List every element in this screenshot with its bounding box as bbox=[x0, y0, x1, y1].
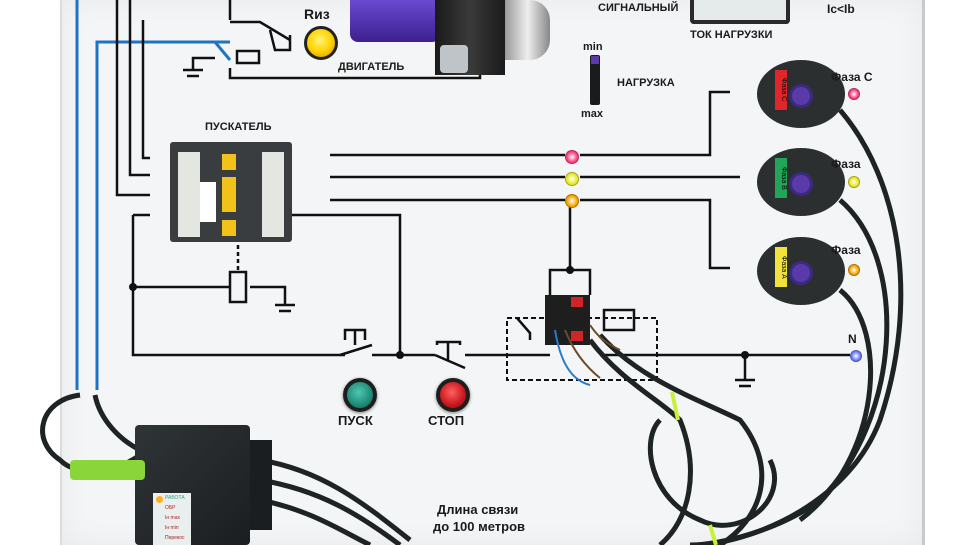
device-work-led bbox=[156, 496, 163, 503]
blue-wire-lines bbox=[75, 0, 232, 390]
current-sensor-phase-c: Фаза С bbox=[757, 60, 845, 128]
stop-button[interactable] bbox=[436, 378, 470, 412]
sensor-c-hole bbox=[789, 84, 813, 108]
phase-a-line-led bbox=[565, 194, 579, 208]
load-current-label: ТОК НАГРУЗКИ bbox=[690, 29, 773, 41]
motor-label: ДВИГАТЕЛЬ bbox=[338, 61, 405, 73]
contactor-label-plate bbox=[200, 182, 216, 222]
contactor-device bbox=[170, 142, 292, 242]
remote-monitoring-device: РАБОТА ОБР Iн max Iн min Перекос bbox=[135, 425, 250, 545]
phase-c-label: Фаза С bbox=[831, 70, 873, 84]
ic-ib-label: Ic<Ib bbox=[827, 2, 855, 16]
current-sensor-phase-b: Фаза В bbox=[757, 148, 845, 216]
contactor-yellow-block-bottom bbox=[222, 220, 236, 236]
device-row-3: Iн min bbox=[165, 525, 179, 531]
device-cable-ports bbox=[250, 440, 272, 530]
start-switch-symbol bbox=[339, 328, 373, 357]
signal-indicator-label: СИГНАЛЬНЫЙ bbox=[598, 2, 679, 14]
junction-dots bbox=[129, 266, 749, 359]
phase-a-label: Фаза bbox=[831, 243, 861, 257]
current-sensor-phase-a: Фаза А bbox=[757, 237, 845, 305]
device-row-1: ОБР bbox=[165, 505, 176, 511]
phase-c-led bbox=[848, 88, 860, 100]
neutral-label: N bbox=[848, 332, 857, 346]
link-length-line2: до 100 метров bbox=[433, 519, 526, 534]
motor-metal-cap bbox=[505, 0, 550, 60]
stop-switch-symbol bbox=[434, 340, 466, 370]
link-length-line1: Длина связи bbox=[437, 502, 519, 517]
contactor-yellow-block bbox=[222, 154, 236, 170]
relay-coil-symbol bbox=[602, 308, 636, 332]
phase-b-led bbox=[848, 176, 860, 188]
phase-b-line-led bbox=[565, 172, 579, 186]
phase-c-line-led bbox=[565, 150, 579, 164]
riz-switch-symbol bbox=[235, 29, 292, 65]
device-status-panel: РАБОТА ОБР Iн max Iн min Перекос bbox=[153, 493, 191, 545]
motor-purple-body bbox=[350, 0, 440, 42]
contactor-right-terminals bbox=[262, 152, 284, 237]
sensor-b-hole bbox=[789, 172, 813, 196]
starter-coil-symbol bbox=[228, 270, 248, 304]
device-row-2: Iн max bbox=[165, 515, 180, 521]
device-row-0: РАБОТА bbox=[165, 495, 185, 501]
contactor-left-terminals bbox=[178, 152, 200, 237]
stop-label: СТОП bbox=[428, 413, 465, 428]
riz-indicator-lamp bbox=[304, 26, 338, 60]
phase-a-led bbox=[848, 264, 860, 276]
load-min-label: min bbox=[583, 41, 603, 53]
load-label: НАГРУЗКА bbox=[617, 77, 675, 89]
load-current-meter bbox=[690, 0, 790, 24]
green-connector bbox=[70, 460, 145, 480]
cable-ties bbox=[670, 391, 718, 545]
load-slider[interactable] bbox=[590, 55, 600, 105]
neutral-led bbox=[850, 350, 862, 362]
load-max-label: max bbox=[581, 108, 604, 120]
contactor-yellow-actuator bbox=[222, 177, 236, 212]
start-label: ПУСК bbox=[338, 413, 373, 428]
phase-b-label: Фаза bbox=[831, 157, 861, 171]
sensor-b-tag: Фаза В bbox=[775, 158, 787, 198]
start-button[interactable] bbox=[343, 378, 377, 412]
load-slider-thumb[interactable] bbox=[591, 56, 599, 64]
motor-clamp-screw bbox=[440, 45, 468, 73]
device-row-4: Перекос bbox=[165, 535, 185, 541]
starter-label: ПУСКАТЕЛЬ bbox=[205, 121, 272, 133]
sensor-c-tag: Фаза С bbox=[775, 70, 787, 110]
sensor-a-tag: Фаза А bbox=[775, 247, 787, 287]
sensor-a-hole bbox=[789, 261, 813, 285]
riz-label: Rиз bbox=[304, 6, 330, 22]
